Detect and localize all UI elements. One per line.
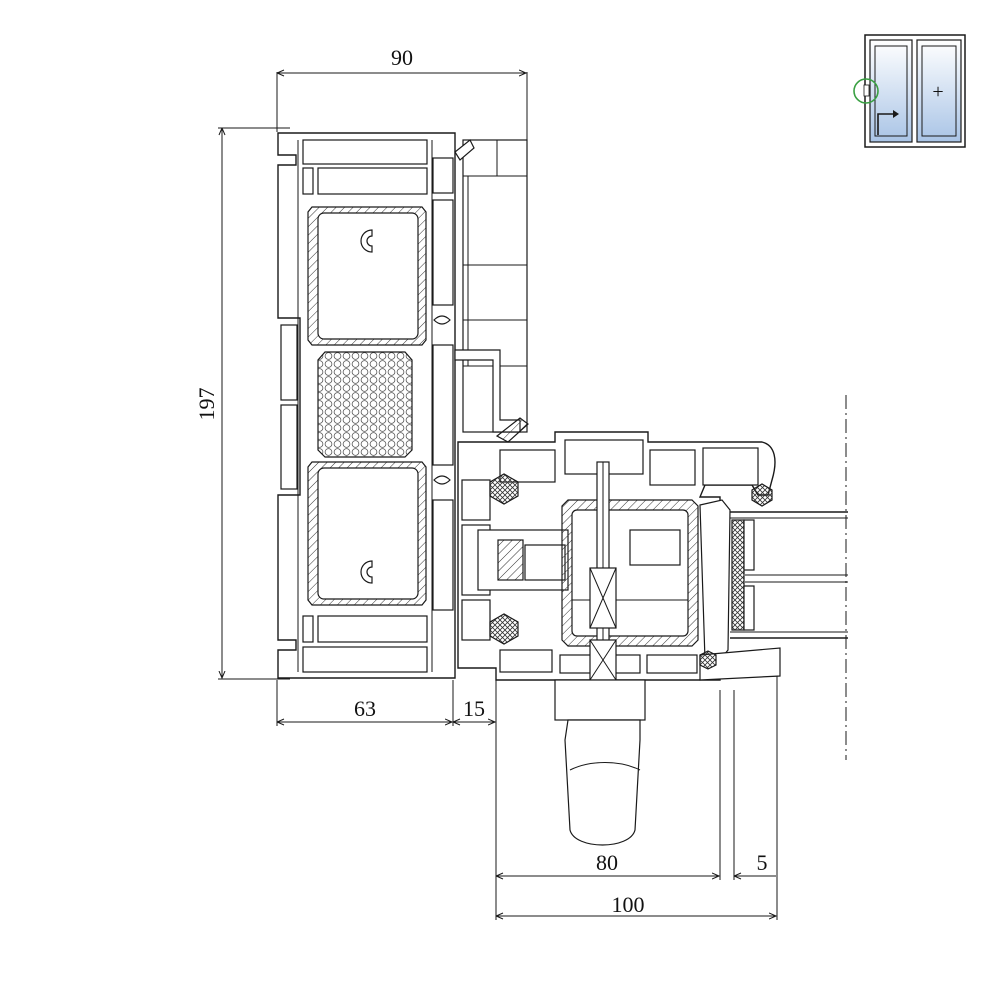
dimension-label-63: 63 [354,696,376,721]
dimension-label-197: 197 [194,388,219,421]
dimension-80: 80 [497,690,721,880]
window-thumbnail: + [853,34,966,148]
thumbnail-right-pane [916,39,962,143]
frame-profile [277,132,456,679]
thumbnail-left-pane [869,39,913,143]
dimension-label-15: 15 [463,696,485,721]
thumbnail-plus-symbol: + [932,81,943,103]
dimension-label-90: 90 [391,45,413,70]
dimension-label-100: 100 [612,892,645,917]
dimension-63: 63 [276,680,454,726]
dimension-label-80: 80 [596,850,618,875]
glass-unit [730,395,848,760]
dimension-90: 90 [276,45,528,145]
cover-profile [454,139,529,443]
dimension-15: 15 [454,680,497,920]
handle [554,679,646,846]
dimension-label-5: 5 [757,850,768,875]
opening-arrow-icon [877,113,896,135]
dimension-197: 197 [194,127,290,680]
dimension-5: 5 [733,676,778,920]
section-marker-circle [853,78,879,104]
sash-profile [457,431,781,721]
dimension-100: 100 [497,892,776,917]
